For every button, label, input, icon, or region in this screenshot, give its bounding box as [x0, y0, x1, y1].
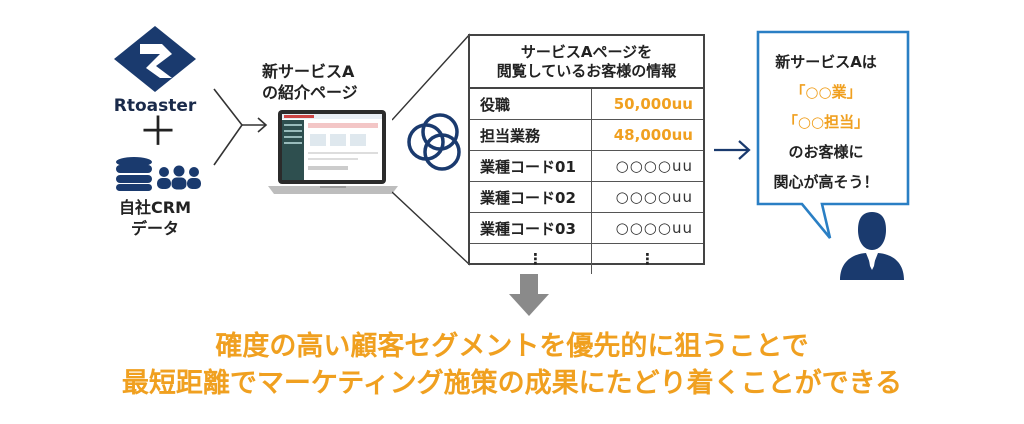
bubble-text: 新サービスAは 「○○業」 「○○担当」 のお客様に 関心が高そう！ — [762, 47, 890, 197]
person-icon — [840, 212, 904, 280]
row-value: 50,000uu — [613, 95, 693, 113]
crm-label-line1: 自社CRM — [119, 198, 191, 217]
right-arrow-icon — [714, 140, 751, 160]
database-icon — [116, 157, 152, 191]
laptop-label-line1: 新サービスA — [262, 62, 355, 81]
table-header: サービスAページを 閲覧しているお客様の情報 — [470, 36, 703, 89]
table-row: 業種コード03 ○○○○uu — [470, 213, 703, 244]
bubble-line4: のお客様に — [788, 143, 864, 161]
users-icon — [157, 165, 201, 190]
table-row: 業種コード02 ○○○○uu — [470, 182, 703, 213]
speech-bubble — [756, 30, 910, 239]
bubble-line5: 関心が高そう！ — [773, 173, 879, 191]
rtoaster-logo-icon — [114, 26, 196, 92]
row-value: ○○○○uu — [615, 157, 693, 175]
table-row: 担当業務 48,000uu — [470, 120, 703, 151]
row-label: 業種コード01 — [470, 151, 592, 181]
laptop-icon — [268, 110, 398, 194]
merge-arrow-icon — [213, 88, 268, 166]
down-arrow-icon — [509, 274, 549, 316]
row-label: 業種コード02 — [470, 182, 592, 212]
bubble-line1: 新サービスAは — [775, 53, 877, 71]
tagline-line1: 確度の高い顧客セグメントを優先的に狙うことで — [215, 331, 809, 362]
row-label: 役職 — [470, 89, 592, 119]
row-value: ⋮ — [640, 250, 655, 268]
laptop-label-line2: の紹介ページ — [262, 83, 358, 102]
row-label: 業種コード03 — [470, 213, 592, 243]
crm-label-line2: データ — [130, 219, 179, 238]
bubble-line3: 「○○担当」 — [782, 113, 870, 131]
plus-sign: ＋ — [138, 109, 178, 155]
table-header-line1: サービスAページを — [520, 42, 653, 61]
table-row: 業種コード01 ○○○○uu — [470, 151, 703, 182]
row-label: 担当業務 — [470, 120, 592, 150]
row-value: ○○○○uu — [615, 219, 693, 237]
brand-name: Rtoaster — [113, 96, 197, 116]
row-label: ⋮ — [470, 244, 592, 274]
table-row: 役職 50,000uu — [470, 89, 703, 120]
row-value: ○○○○uu — [615, 188, 693, 206]
customer-info-table: サービスAページを 閲覧しているお客様の情報 役職 50,000uu 担当業務 … — [468, 34, 705, 274]
table-row: ⋮ ⋮ — [470, 244, 703, 274]
tagline-line2: 最短距離でマーケティング施策の成果にたどり着くことができる — [121, 368, 903, 399]
zoom-lines — [392, 33, 471, 266]
table-header-line2: 閲覧しているお客様の情報 — [496, 61, 677, 80]
row-value: 48,000uu — [613, 126, 693, 144]
bubble-line2: 「○○業」 — [790, 83, 862, 101]
segment-circles-icon — [407, 113, 461, 171]
